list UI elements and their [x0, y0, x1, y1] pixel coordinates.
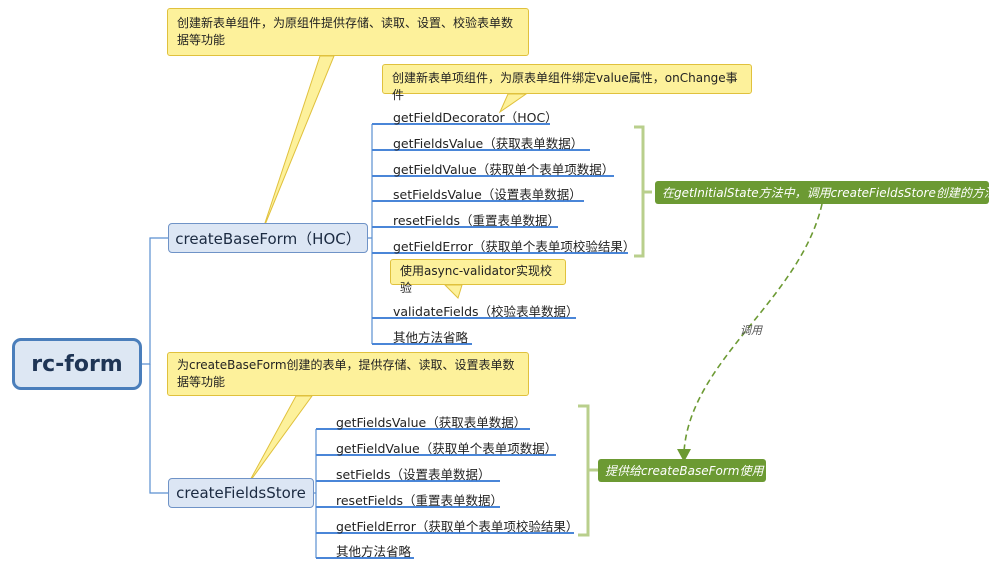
fields-store-item-reset-fields[interactable]: resetFields（重置表单数据） [336, 493, 504, 508]
fields-store-note-pointer [247, 395, 313, 485]
decorator-note-pointer [498, 93, 528, 114]
branch-line-base-form [142, 237, 168, 365]
base-form-item-reset-fields[interactable]: resetFields（重置表单数据） [393, 213, 561, 228]
decorator-note: 创建新表单项组件，为原表单组件绑定value属性，onChange事件 [382, 64, 752, 102]
fields-store-group-tag[interactable]: 提供给createBaseForm使用 [598, 459, 766, 482]
base-form-item-validate-fields[interactable]: validateFields（校验表单数据） [393, 304, 579, 319]
fields-store-item-get-field-error[interactable]: getFieldError（获取单个表单项校验结果） [336, 519, 579, 534]
base-form-group-bracket [634, 125, 652, 258]
base-form-item-others[interactable]: 其他方法省略 [393, 330, 469, 345]
branch-line-fields-store [149, 364, 168, 494]
create-fields-store-node[interactable]: createFieldsStore [168, 478, 314, 508]
fields-store-item-others[interactable]: 其他方法省略 [336, 544, 412, 559]
base-form-item-get-field-error[interactable]: getFieldError（获取单个表单项校验结果） [393, 239, 636, 254]
call-relation-arrowhead [677, 449, 691, 462]
fields-store-note: 为createBaseForm创建的表单，提供存储、读取、设置表单数据等功能 [167, 352, 529, 396]
base-form-spine [368, 124, 373, 344]
base-form-store-group-tag[interactable]: 在getInitialState方法中，调用createFieldsStore创… [655, 181, 996, 204]
fields-store-item-get-field-value[interactable]: getFieldValue（获取单个表单项数据） [336, 441, 558, 456]
fields-store-item-set-fields[interactable]: setFields（设置表单数据） [336, 467, 491, 482]
call-relation-label: 调用 [740, 324, 762, 337]
validator-note: 使用async-validator实现校验 [390, 259, 566, 295]
validator-note-pointer [443, 284, 463, 299]
call-relation-line [683, 203, 823, 453]
base-form-item-set-fields-value[interactable]: setFieldsValue（设置表单数据） [393, 187, 582, 202]
base-form-item-get-field-value[interactable]: getFieldValue（获取单个表单项数据） [393, 162, 615, 177]
base-form-note: 创建新表单组件，为原组件提供存储、读取、设置、校验表单数据等功能 [167, 8, 529, 56]
fields-store-spine [314, 429, 317, 558]
fields-store-group-bracket [578, 404, 598, 537]
base-form-item-get-fields-value[interactable]: getFieldsValue（获取表单数据） [393, 136, 584, 151]
create-base-form-node[interactable]: createBaseForm（HOC） [168, 223, 368, 253]
base-form-item-underlines [372, 123, 628, 345]
root-node[interactable]: rc-form [12, 338, 142, 390]
fields-store-item-get-fields-value[interactable]: getFieldsValue（获取表单数据） [336, 415, 527, 430]
base-form-item-get-field-decorator[interactable]: getFieldDecorator（HOC） [393, 110, 558, 125]
fields-store-item-underlines [316, 428, 574, 559]
base-form-note-pointer [261, 55, 335, 233]
